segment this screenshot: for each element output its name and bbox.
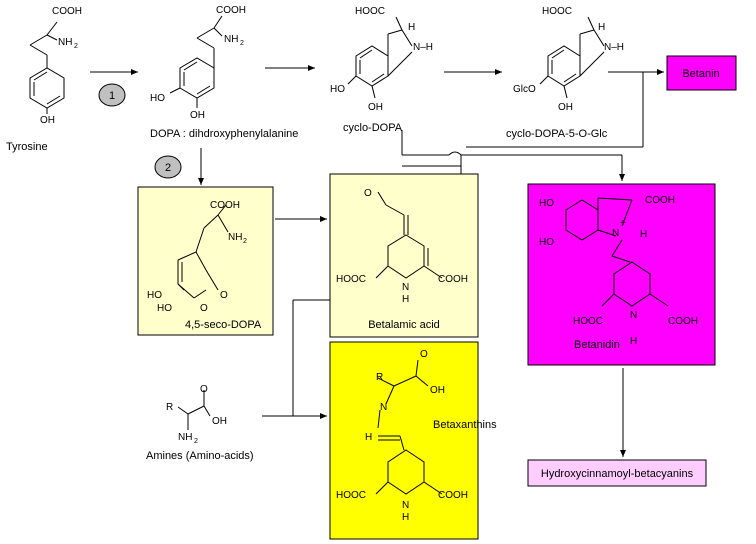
flow-arrows: [90, 65, 664, 457]
seco-dopa-box: [137, 186, 274, 336]
svg-text:HO: HO: [147, 290, 162, 301]
svg-text:N: N: [402, 500, 409, 511]
svg-text:HOOC: HOOC: [355, 6, 385, 17]
svg-text:2: 2: [194, 438, 198, 445]
svg-text:OH: OH: [368, 102, 383, 113]
svg-text:OH: OH: [212, 416, 227, 427]
seco-dopa-label: 4,5-seco-DOPA: [185, 319, 262, 331]
svg-text:N: N: [402, 282, 409, 293]
betaxanthins-box: [329, 341, 479, 540]
svg-text:COOH: COOH: [210, 200, 240, 211]
cyclo-dopa-label: cyclo-DOPA: [343, 122, 403, 134]
svg-text:O: O: [200, 384, 208, 395]
svg-text:H: H: [630, 336, 637, 347]
cyclo-dopa-glc-structure: HOOC H N–H GlcO OH: [513, 6, 624, 113]
betanin-label: Betanin: [682, 68, 719, 80]
hydroxycinnamoyl-box: [527, 459, 707, 487]
svg-text:NH: NH: [224, 34, 238, 45]
svg-text:OH: OH: [558, 102, 573, 113]
svg-text:COOH: COOH: [645, 195, 675, 206]
svg-text:COOH: COOH: [52, 6, 82, 17]
svg-text:H: H: [640, 229, 647, 240]
hydroxycinnamoyl-label: Hydroxycinnamoyl-betacyanins: [541, 468, 694, 480]
betaxanthins-structure: R O OH N H HOOC COOH N H: [336, 349, 468, 523]
svg-text:O: O: [200, 303, 208, 314]
svg-text:2: 2: [240, 40, 244, 47]
svg-text:NH: NH: [228, 232, 242, 243]
betanidin-label: Betanidin: [574, 339, 620, 351]
cyclo-dopa-glc-label: cyclo-DOPA-5-O-Glc: [506, 128, 608, 140]
svg-text:H: H: [402, 512, 409, 523]
svg-text:+: +: [620, 218, 626, 229]
svg-text:HO: HO: [330, 84, 345, 95]
svg-text:HO: HO: [157, 303, 172, 314]
betaxanthins-label: Betaxanthins: [433, 419, 497, 431]
betanin-box: [666, 55, 737, 91]
betanidin-box: [527, 183, 716, 366]
svg-text:N: N: [630, 310, 637, 321]
svg-text:HO: HO: [539, 237, 554, 248]
cyclo-dopa-structure: HOOC H N–H HO OH: [330, 6, 433, 113]
svg-text:HO: HO: [150, 93, 165, 104]
svg-text:N–H: N–H: [604, 42, 624, 53]
amines-structure: R O OH NH 2: [166, 384, 227, 445]
dopa-label: DOPA : dihdroxyphenylalanine: [150, 128, 298, 140]
svg-text:2: 2: [165, 162, 171, 174]
betanidin-structure: HO HO COOH N + H HOOC COOH N H: [539, 195, 698, 347]
svg-text:N–H: N–H: [413, 42, 433, 53]
betalamic-acid-box: [329, 173, 479, 338]
dopa-structure: COOH NH 2 HO OH: [150, 5, 246, 121]
svg-text:GlcO: GlcO: [513, 84, 536, 95]
svg-text:1: 1: [109, 90, 115, 102]
step-1-badge: 1: [98, 83, 126, 107]
tyrosine-label: Tyrosine: [6, 141, 48, 153]
step-2-badge: 2: [154, 155, 182, 179]
svg-text:HO: HO: [539, 198, 554, 209]
svg-text:HOOC: HOOC: [573, 316, 603, 327]
svg-text:2: 2: [74, 43, 78, 50]
seco-dopa-structure: COOH NH 2 HO HO O O: [147, 200, 247, 314]
svg-text:HOOC: HOOC: [336, 490, 366, 501]
svg-text:COOH: COOH: [438, 490, 468, 501]
svg-text:N: N: [380, 402, 387, 413]
amines-label: Amines (Amino-acids): [146, 450, 254, 462]
svg-text:OH: OH: [190, 110, 205, 121]
svg-text:COOH: COOH: [438, 274, 468, 285]
svg-text:R: R: [166, 402, 173, 413]
svg-text:NH: NH: [178, 432, 192, 443]
svg-text:HOOC: HOOC: [542, 6, 572, 17]
svg-text:O: O: [220, 290, 228, 301]
betalamic-acid-label: Betalamic acid: [368, 319, 440, 331]
svg-text:OH: OH: [430, 385, 445, 396]
svg-text:H: H: [408, 22, 415, 33]
svg-text:NH: NH: [58, 37, 72, 48]
svg-text:2: 2: [243, 238, 247, 245]
tyrosine-structure: COOH NH 2 OH: [29, 6, 82, 126]
svg-text:HOOC: HOOC: [336, 274, 366, 285]
betalamic-acid-structure: O HOOC COOH N H: [336, 188, 468, 305]
svg-text:OH: OH: [40, 115, 55, 126]
svg-text:O: O: [364, 188, 372, 199]
svg-text:COOH: COOH: [216, 5, 246, 16]
svg-text:R: R: [376, 372, 383, 383]
svg-text:H: H: [365, 432, 372, 443]
svg-text:N: N: [612, 228, 619, 239]
svg-text:O: O: [420, 349, 428, 360]
svg-text:COOH: COOH: [668, 316, 698, 327]
svg-text:H: H: [402, 294, 409, 305]
svg-text:H: H: [598, 22, 605, 33]
